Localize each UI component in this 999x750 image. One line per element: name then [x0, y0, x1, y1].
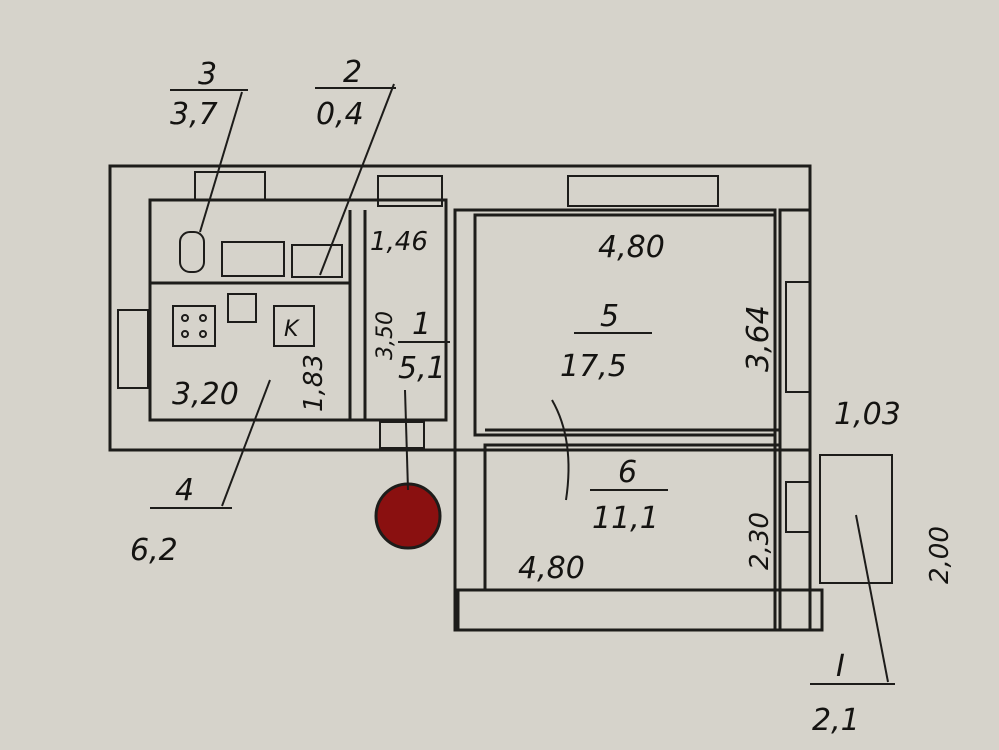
stove-box-icon [273, 305, 315, 347]
room5-walls [473, 213, 777, 437]
room-labels: 3 3,7 2 0,4 1 5,1 5 17,5 6 11,1 4 6,2 I … [130, 55, 860, 738]
dim-balcony-width: 1,03 [834, 397, 901, 432]
stove-label: K [284, 317, 300, 342]
inner-wall-left [148, 198, 448, 422]
window-room5-side [785, 281, 811, 393]
stove-burners-icon [172, 305, 216, 347]
room-6-area: 11,1 [592, 501, 659, 536]
door-balcony [785, 481, 811, 533]
dim-hall-depth: 3,50 [373, 311, 398, 360]
marker-dot [374, 482, 442, 550]
dimension-labels: 1,46 3,50 4,80 3,64 3,20 1,83 1,03 2,00 … [172, 227, 955, 586]
kitchen-sink-icon [227, 293, 257, 323]
room-1-area: 5,1 [398, 351, 446, 386]
window-bath [194, 171, 266, 201]
burner-icon [181, 314, 189, 322]
bathtub-icon [221, 241, 285, 277]
dim-kitchen-depth: 1,83 [299, 354, 329, 412]
room-3-number: 3 [198, 57, 217, 92]
burner-icon [199, 314, 207, 322]
toilet-icon [179, 231, 205, 273]
balcony-number: I [836, 649, 845, 684]
leader-room4 [221, 379, 271, 507]
burner-icon [181, 330, 189, 338]
leader-lines [150, 83, 895, 685]
fixtures: K [172, 231, 570, 550]
room-1-number: 1 [412, 307, 431, 342]
room-2-number: 2 [343, 55, 362, 90]
bottom-wall [456, 588, 824, 632]
balcony-outline [819, 454, 893, 584]
dim-room5-depth: 3,64 [741, 305, 776, 372]
door-hall [379, 421, 425, 449]
leader-room3 [199, 91, 243, 233]
room-4-area: 6,2 [130, 533, 178, 568]
dim-room5-width: 4,80 [598, 230, 665, 265]
windows [117, 171, 811, 533]
leader-room2 [319, 83, 395, 276]
window-kitchen [117, 309, 149, 389]
walls [108, 164, 893, 632]
window-hall [377, 175, 443, 207]
dim-balcony-depth: 2,00 [925, 526, 955, 584]
room-5-number: 5 [600, 299, 619, 334]
room-6-number: 6 [618, 455, 637, 490]
balcony-area: 2,1 [812, 703, 860, 738]
dim-room6-depth: 2,30 [745, 512, 775, 570]
room-3-area: 3,7 [170, 97, 218, 132]
window-room5 [567, 175, 719, 207]
dim-room6-width: 4,80 [518, 551, 585, 586]
door-swing-arc [551, 399, 570, 501]
room-5-area: 17,5 [560, 349, 627, 384]
leader-balcony [855, 514, 889, 683]
dim-hall-width: 1,46 [370, 227, 428, 257]
dim-kitchen-width: 3,20 [172, 377, 239, 412]
room-2-area: 0,4 [316, 97, 364, 132]
room-4-number: 4 [175, 473, 194, 508]
burner-icon [199, 330, 207, 338]
sink-icon [291, 244, 343, 278]
leader-room1 [404, 389, 409, 491]
